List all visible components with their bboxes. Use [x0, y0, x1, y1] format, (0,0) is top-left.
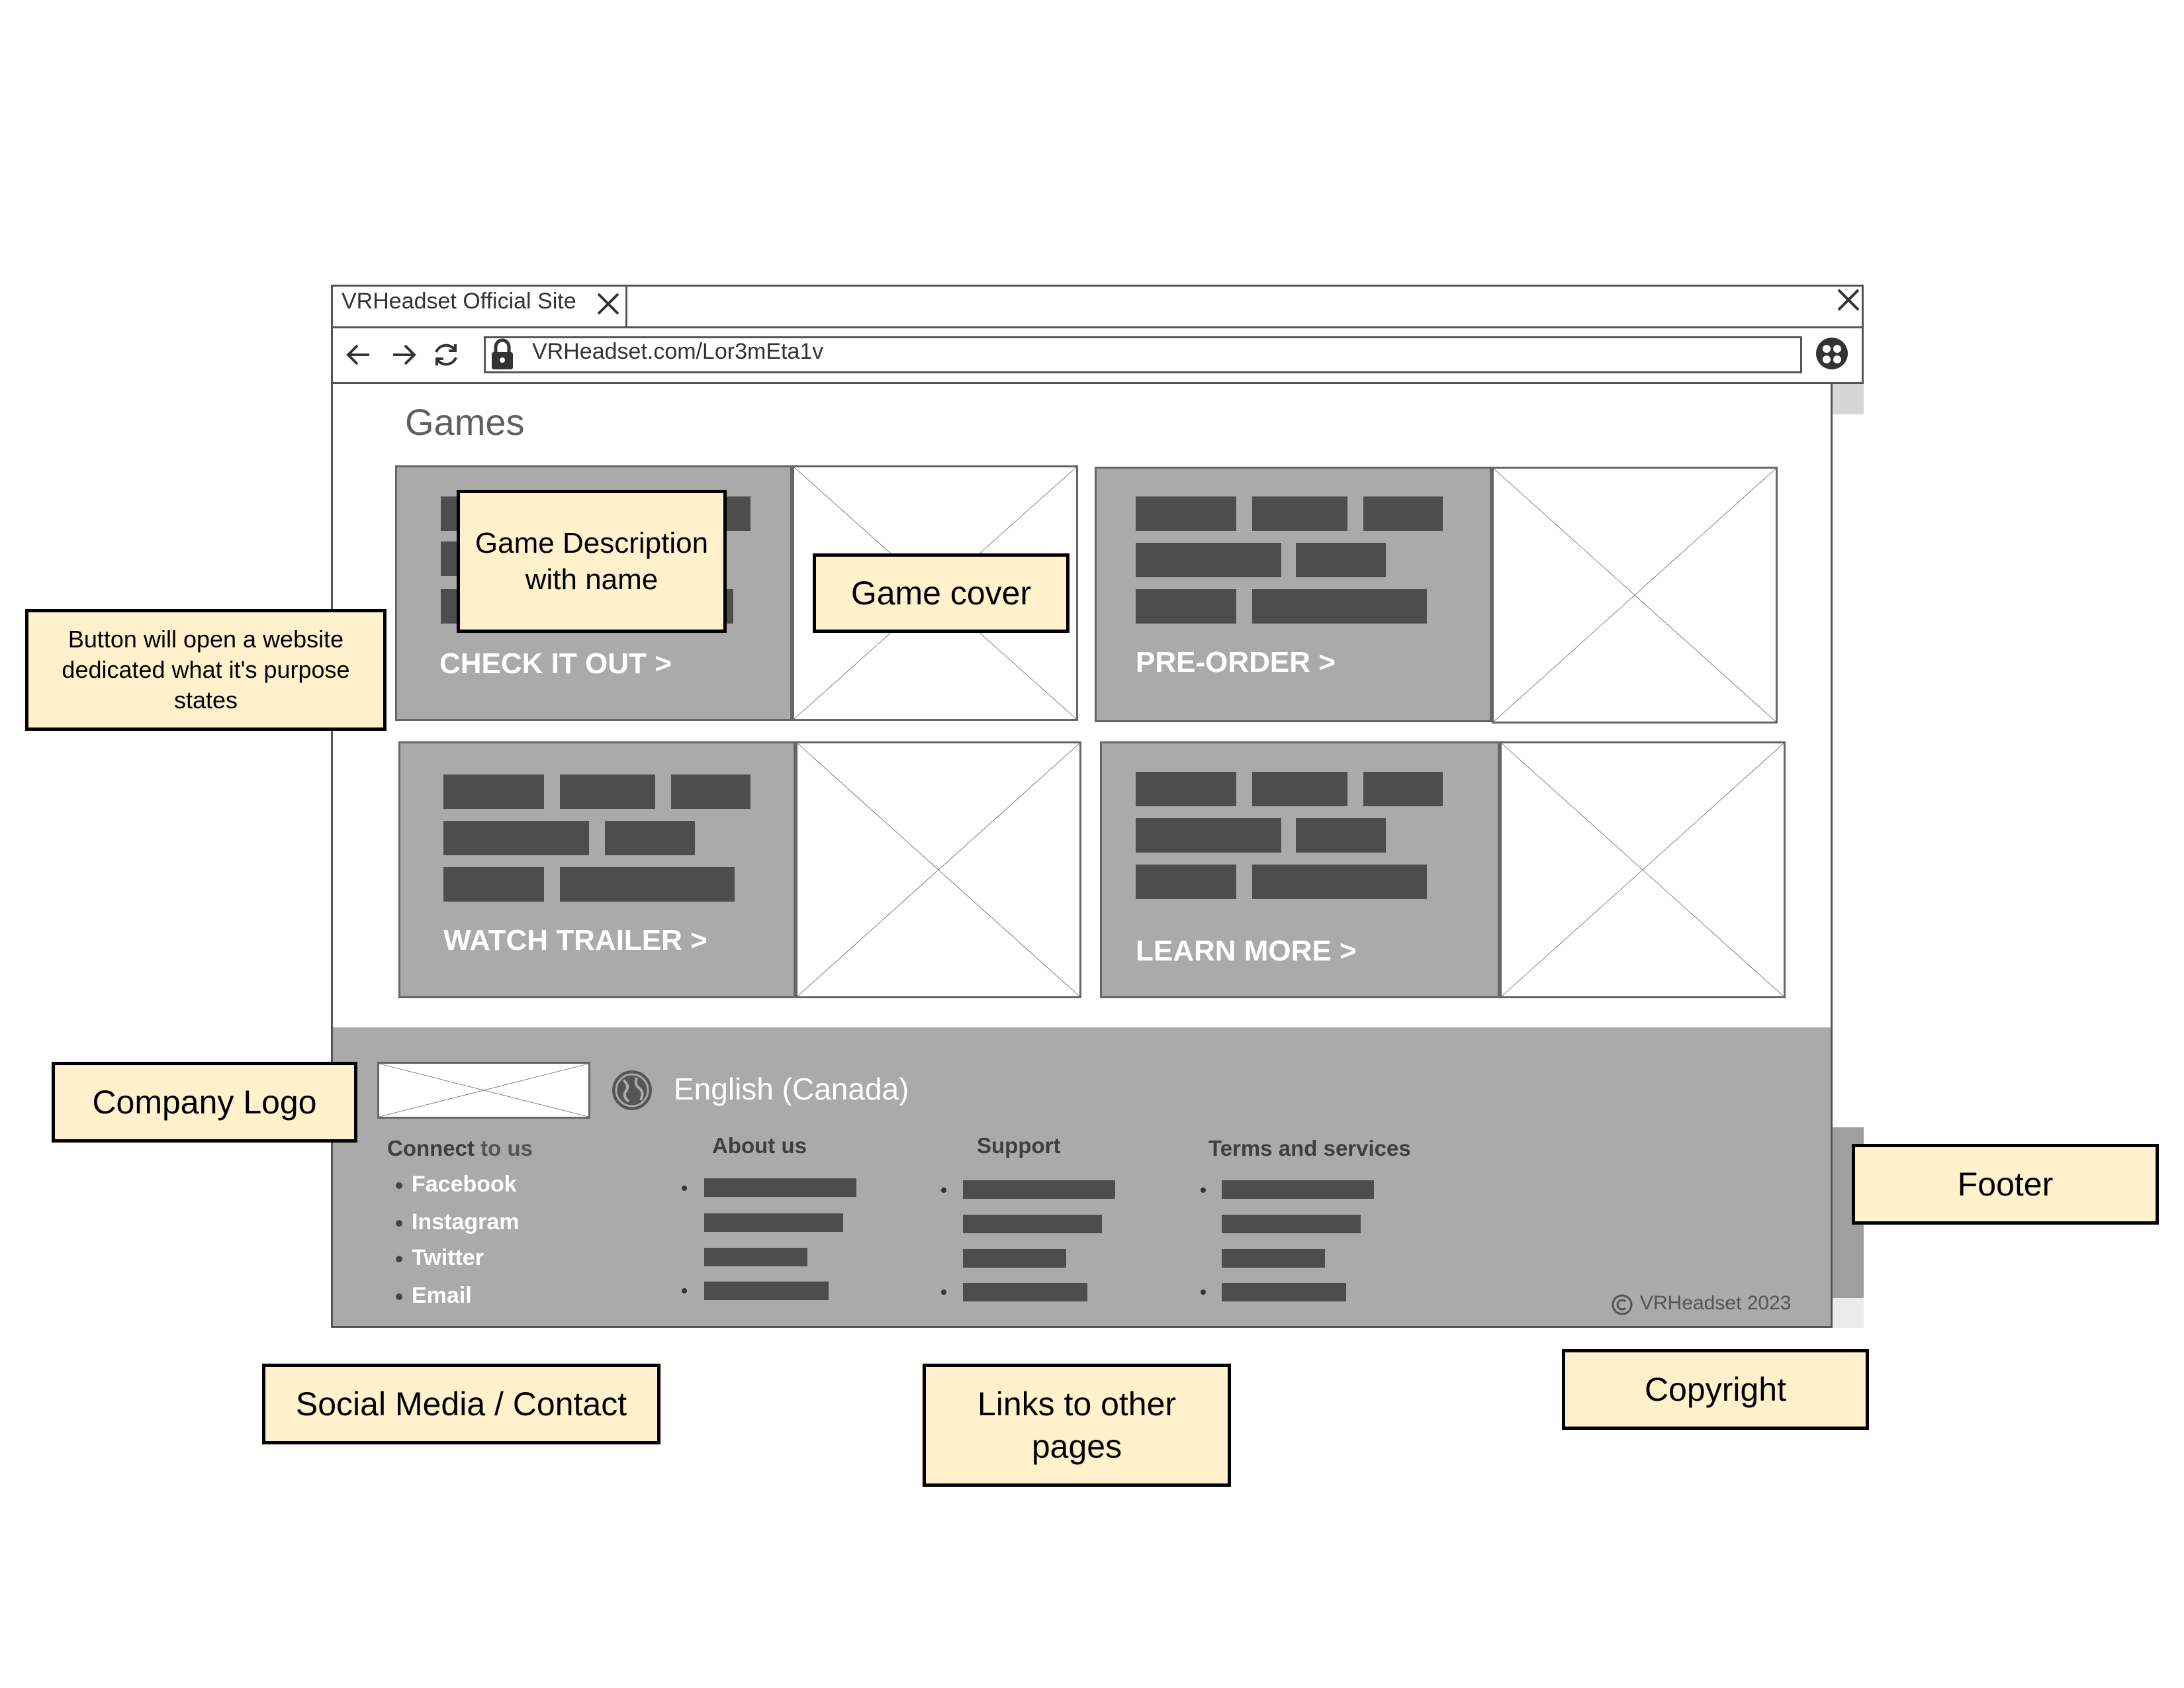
- watch-trailer-button[interactable]: WATCH TRAILER >: [443, 924, 707, 957]
- lock-icon: [486, 338, 518, 372]
- image-placeholder-icon: [1494, 469, 1776, 722]
- image-placeholder-icon: [1502, 743, 1784, 996]
- annotation-copyright: Copyright: [1562, 1349, 1869, 1430]
- text-placeholder: [1363, 772, 1443, 806]
- tab-bar: [331, 285, 1864, 328]
- bullet: [1201, 1289, 1206, 1295]
- support-heading: Support: [977, 1133, 1061, 1158]
- text-placeholder: [1252, 865, 1427, 899]
- text-placeholder: [560, 867, 735, 902]
- text-placeholder: [1252, 589, 1427, 624]
- annotation-social-media: Social Media / Contact: [262, 1364, 660, 1444]
- window-close-icon[interactable]: [1833, 285, 1864, 315]
- text-placeholder: [1252, 772, 1347, 806]
- text-placeholder: [1136, 772, 1236, 806]
- instagram-link[interactable]: Instagram: [412, 1209, 520, 1235]
- link-placeholder[interactable]: [963, 1215, 1102, 1233]
- annotation-company-logo: Company Logo: [52, 1062, 357, 1143]
- twitter-link[interactable]: Twitter: [412, 1245, 484, 1270]
- link-placeholder[interactable]: [963, 1283, 1087, 1301]
- game-cover-image: [1492, 467, 1778, 724]
- text-placeholder: [1136, 589, 1236, 624]
- text-placeholder: [1136, 865, 1236, 899]
- game-cover-image: [796, 741, 1081, 998]
- bullet: [682, 1186, 687, 1191]
- annotation-game-cover: Game cover: [813, 553, 1069, 633]
- bullet: [1201, 1188, 1206, 1193]
- tab-close-icon[interactable]: [593, 289, 623, 319]
- text-placeholder: [1296, 543, 1386, 577]
- profile-icon[interactable]: [1813, 335, 1850, 372]
- text-placeholder: [671, 774, 751, 809]
- bullet: [396, 1182, 402, 1189]
- text-placeholder: [1363, 496, 1443, 531]
- copyright-text: VRHeadset 2023: [1640, 1292, 1792, 1314]
- link-placeholder[interactable]: [1222, 1180, 1374, 1199]
- connect-heading-secondary: to us: [480, 1136, 533, 1160]
- image-placeholder-icon: [379, 1064, 588, 1117]
- back-arrow-icon[interactable]: [340, 336, 377, 373]
- company-logo-image[interactable]: [377, 1062, 590, 1119]
- link-placeholder[interactable]: [704, 1282, 829, 1300]
- bullet: [396, 1220, 402, 1227]
- text-placeholder: [1136, 818, 1281, 853]
- address-bar[interactable]: [484, 336, 1802, 373]
- language-selector[interactable]: English (Canada): [674, 1072, 909, 1106]
- forward-arrow-icon[interactable]: [385, 336, 422, 373]
- refresh-icon[interactable]: [428, 336, 465, 373]
- tab-title: VRHeadset Official Site: [341, 289, 576, 314]
- image-placeholder-icon: [797, 743, 1079, 996]
- text-placeholder: [1136, 543, 1281, 577]
- copyright-icon: [1611, 1293, 1633, 1316]
- bullet: [941, 1289, 946, 1295]
- annotation-button-note: Button will open a website dedicated wha…: [25, 609, 387, 731]
- page-title: Games: [405, 401, 525, 443]
- check-it-out-button[interactable]: CHECK IT OUT >: [439, 647, 672, 680]
- annotation-game-description: Game Description with name: [457, 490, 727, 633]
- text-placeholder: [1136, 496, 1236, 531]
- pre-order-button[interactable]: PRE-ORDER >: [1136, 646, 1336, 679]
- link-placeholder[interactable]: [1222, 1283, 1346, 1301]
- connect-heading-main: Connect: [387, 1136, 475, 1160]
- bullet: [396, 1293, 402, 1300]
- facebook-link[interactable]: Facebook: [412, 1172, 517, 1197]
- text-placeholder: [1252, 496, 1347, 531]
- text-placeholder: [605, 821, 695, 855]
- bullet: [682, 1288, 687, 1293]
- text-placeholder: [443, 821, 589, 855]
- annotation-footer: Footer: [1852, 1144, 2159, 1225]
- bullet: [941, 1188, 946, 1193]
- link-placeholder[interactable]: [704, 1248, 807, 1266]
- text-placeholder: [1296, 818, 1386, 853]
- link-placeholder[interactable]: [963, 1180, 1115, 1199]
- email-link[interactable]: Email: [412, 1283, 472, 1308]
- text-placeholder: [443, 774, 544, 809]
- link-placeholder[interactable]: [963, 1249, 1066, 1268]
- scroll-up-button[interactable]: [1833, 384, 1864, 414]
- link-placeholder[interactable]: [704, 1213, 843, 1232]
- game-cover-image: [1500, 741, 1786, 998]
- navigation-bar: [331, 328, 1864, 384]
- bullet: [396, 1256, 402, 1262]
- url-text[interactable]: VRHeadset.com/Lor3mEta1v: [532, 339, 824, 364]
- link-placeholder[interactable]: [1222, 1215, 1361, 1233]
- globe-icon[interactable]: [610, 1068, 654, 1112]
- text-placeholder: [560, 774, 655, 809]
- annotation-links-pages: Links to other pages: [923, 1364, 1231, 1487]
- terms-heading: Terms and services: [1208, 1136, 1411, 1160]
- learn-more-button[interactable]: LEARN MORE >: [1136, 935, 1357, 967]
- link-placeholder[interactable]: [1222, 1249, 1325, 1268]
- scroll-down-button[interactable]: [1833, 1298, 1864, 1328]
- text-placeholder: [443, 867, 544, 902]
- connect-heading: Connect to us: [387, 1136, 533, 1161]
- link-placeholder[interactable]: [704, 1178, 856, 1197]
- about-us-heading: About us: [712, 1133, 807, 1158]
- browser-tab[interactable]: [331, 285, 627, 328]
